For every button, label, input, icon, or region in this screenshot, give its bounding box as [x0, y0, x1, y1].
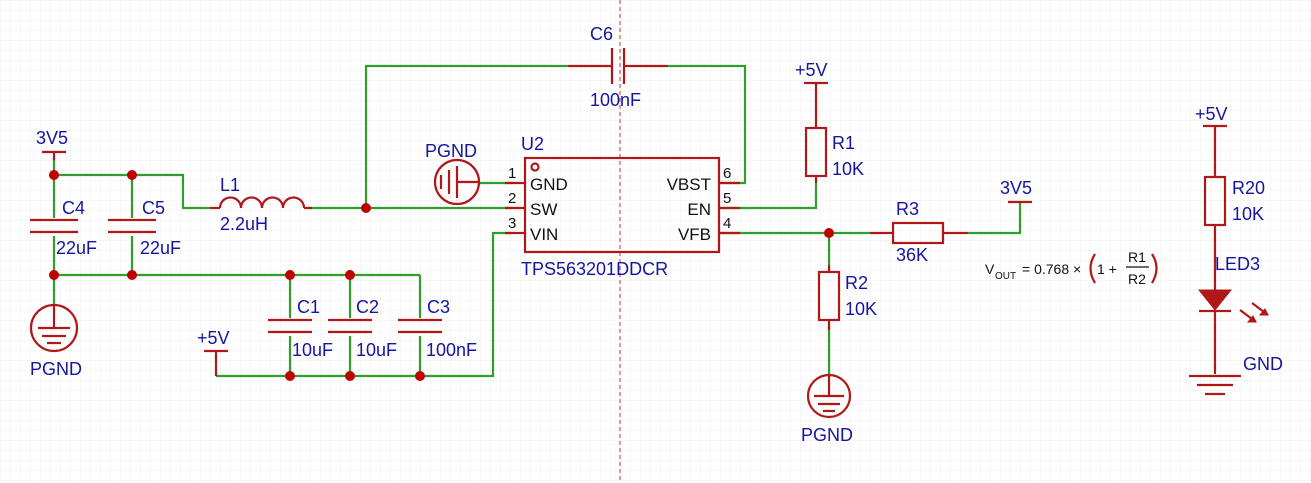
led-led3[interactable] — [1197, 289, 1269, 374]
led3-ref: LED3 — [1215, 254, 1260, 274]
formula-den: R2 — [1128, 271, 1146, 287]
gnd-symbol-right — [1189, 374, 1241, 396]
resistor-r3[interactable] — [870, 221, 968, 245]
c2-ref: C2 — [356, 297, 379, 317]
power-plus5v-right — [1203, 124, 1227, 177]
junctions — [49, 170, 834, 381]
c6-ref: C6 — [590, 24, 613, 44]
pgnd-left-label: PGND — [30, 359, 82, 379]
l1-ref: L1 — [220, 175, 240, 195]
r2-ref: R2 — [845, 273, 868, 293]
pin3-number: 3 — [508, 215, 516, 232]
capacitor-c5[interactable] — [108, 218, 156, 234]
power-plus5v-top — [804, 81, 828, 110]
u2-part: TPS563201DDCR — [521, 259, 668, 279]
plus5v-top-label: +5V — [795, 60, 828, 80]
vout-formula: V OUT = 0.768 × 1 + R1 R2 — [985, 249, 1158, 287]
pin-gnd-label: GND — [530, 175, 568, 194]
formula-num: R1 — [1128, 249, 1146, 265]
c6-value: 100nF — [590, 90, 641, 110]
v3v5-right-label: 3V5 — [1000, 178, 1032, 198]
r3-ref: R3 — [896, 199, 919, 219]
r3-value: 36K — [896, 245, 928, 265]
pin5-number: 5 — [723, 190, 731, 207]
formula-eq: = 0.768 × — [1022, 261, 1081, 277]
r20-ref: R20 — [1232, 178, 1265, 198]
formula-one: 1 + — [1097, 261, 1117, 277]
resistor-r1[interactable] — [804, 110, 828, 183]
u2-ref: U2 — [521, 134, 544, 154]
pin6-number: 6 — [723, 165, 731, 182]
c3-value: 100nF — [426, 340, 477, 360]
pgnd-bottom-label: PGND — [801, 425, 853, 445]
c1-value: 10uF — [292, 340, 333, 360]
resistor-r2[interactable] — [817, 265, 841, 330]
pgnd-ic-label: PGND — [425, 141, 477, 161]
r20-value: 10K — [1232, 204, 1264, 224]
power-plus5v-left — [204, 349, 228, 376]
pin-vbst-label: VBST — [667, 175, 711, 194]
formula-sub: OUT — [995, 271, 1016, 282]
c4-ref: C4 — [62, 198, 85, 218]
c5-value: 22uF — [140, 238, 181, 258]
r1-value: 10K — [832, 159, 864, 179]
pin-vin-label: VIN — [530, 225, 558, 244]
c3-ref: C3 — [427, 297, 450, 317]
r1-ref: R1 — [832, 133, 855, 153]
pgnd-symbol-left — [29, 303, 79, 353]
pgnd-symbol-ic — [433, 158, 481, 206]
formula-v: V — [985, 261, 995, 277]
r2-value: 10K — [845, 299, 877, 319]
plus5v-left-label: +5V — [197, 328, 230, 348]
pin-vfb-label: VFB — [678, 225, 711, 244]
c2-value: 10uF — [356, 340, 397, 360]
resistor-r20[interactable] — [1203, 175, 1227, 290]
c5-ref: C5 — [142, 198, 165, 218]
inductor-l1[interactable] — [210, 196, 312, 210]
pin4-number: 4 — [723, 215, 731, 232]
capacitor-c6[interactable] — [568, 48, 668, 84]
capacitor-c2[interactable] — [328, 318, 372, 334]
pin2-number: 2 — [508, 190, 516, 207]
c1-ref: C1 — [297, 297, 320, 317]
gnd-right-label: GND — [1243, 354, 1283, 374]
pgnd-symbol-bottom — [806, 373, 852, 419]
l1-value: 2.2uH — [220, 214, 268, 234]
capacitor-c4[interactable] — [30, 218, 78, 234]
capacitor-c1[interactable] — [268, 318, 312, 334]
power-3v5-left — [42, 150, 66, 160]
ic-u2[interactable] — [505, 156, 740, 254]
v3v5-left-label: 3V5 — [36, 128, 68, 148]
pin-en-label: EN — [687, 200, 711, 219]
pin1-number: 1 — [508, 165, 516, 182]
capacitor-c3[interactable] — [398, 318, 442, 334]
pin-sw-label: SW — [530, 200, 557, 219]
c4-value: 22uF — [56, 238, 97, 258]
plus5v-right-label: +5V — [1195, 104, 1228, 124]
